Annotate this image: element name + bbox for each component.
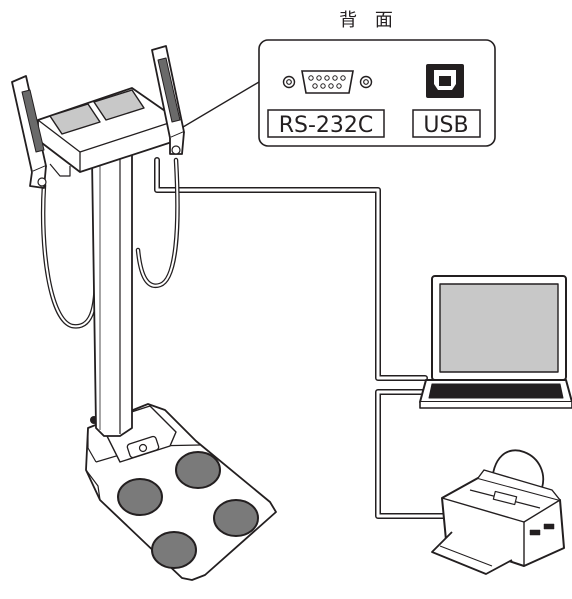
serial-port-label: RS-232C xyxy=(279,113,374,138)
printer-output-tray xyxy=(431,531,513,575)
laptop xyxy=(419,275,572,409)
rear-panel: 背 面 RS-232C USB xyxy=(177,10,496,147)
rear-panel-title: 背 面 xyxy=(339,10,399,31)
usb-port-label: USB xyxy=(423,113,468,138)
serial-port-icon xyxy=(282,70,373,94)
serial-cable xyxy=(154,157,428,381)
left-grip-cord xyxy=(40,182,99,329)
scale-display-left xyxy=(49,103,101,135)
body-composition-scale xyxy=(11,45,277,581)
laptop-screen xyxy=(439,283,559,373)
foot-electrode-front-right xyxy=(175,451,221,489)
usb-port-icon xyxy=(426,64,464,98)
right-hand-grip xyxy=(151,45,185,155)
scale-column xyxy=(91,149,133,437)
foot-electrode-front-left xyxy=(117,478,163,516)
serial-port-label-box xyxy=(267,109,385,138)
foot-electrode-rear-left xyxy=(151,531,197,569)
printer-cable xyxy=(375,389,451,519)
foot-electrode-rear-right xyxy=(213,499,259,537)
printer xyxy=(431,449,565,575)
left-hand-grip xyxy=(11,75,47,189)
callout-leader-line xyxy=(177,81,260,131)
usb-port-label-box xyxy=(412,109,481,138)
scale-display-right xyxy=(93,89,145,121)
